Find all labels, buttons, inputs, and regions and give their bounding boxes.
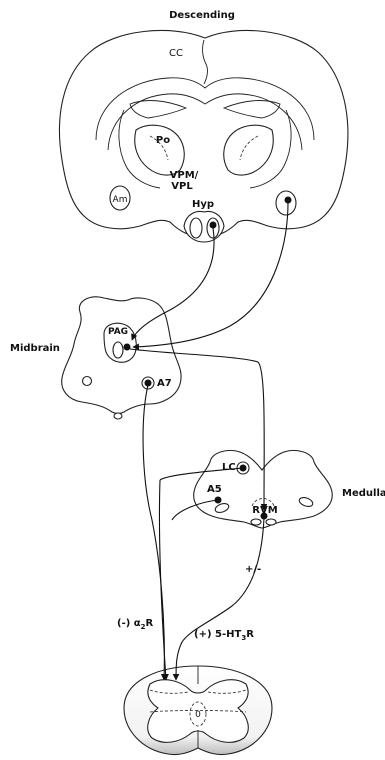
amygdala-right bbox=[276, 191, 296, 215]
hyp-left-lobe bbox=[190, 218, 202, 238]
brain-section: CC Po VPM/ VPL Am Hyp bbox=[59, 30, 347, 242]
label-a5: A5 bbox=[207, 484, 222, 495]
label-midbrain: Midbrain bbox=[10, 343, 60, 354]
medulla-section: LC A5 RVM Medulla bbox=[194, 450, 385, 528]
hyp-node bbox=[210, 222, 217, 229]
label-alpha2r: (-) α2R bbox=[117, 618, 154, 631]
pathways bbox=[130, 202, 288, 680]
label-po: Po bbox=[156, 135, 170, 146]
label-vpl: VPL bbox=[171, 181, 193, 192]
path-rvm-to-cord bbox=[176, 518, 264, 680]
pyramid-right bbox=[266, 519, 276, 525]
pag-aqueduct bbox=[113, 342, 123, 358]
path-lc-to-cord bbox=[159, 480, 166, 680]
label-am: Am bbox=[113, 195, 128, 205]
diagram-title: Descending bbox=[169, 10, 235, 21]
label-rvm: RVM bbox=[252, 505, 277, 516]
label-medulla: Medulla bbox=[342, 488, 385, 499]
label-lc: LC bbox=[222, 462, 236, 473]
label-zero: 0 bbox=[195, 710, 201, 720]
midbrain-ventral-bump bbox=[114, 413, 122, 419]
pag-node bbox=[124, 344, 131, 351]
midbrain-left-circle bbox=[83, 377, 92, 386]
label-a7: A7 bbox=[157, 378, 172, 389]
label-vpm: VPM/ bbox=[170, 170, 199, 181]
pyramid-left bbox=[251, 519, 261, 525]
label-plus-minus: +/- bbox=[245, 564, 261, 575]
spinal-cord-section: 0 (-) α2R (+) 5-HT3R +/- bbox=[117, 564, 272, 755]
label-pag: PAG bbox=[108, 327, 128, 337]
midbrain-section: Midbrain PAG A7 bbox=[10, 297, 181, 419]
label-hyp: Hyp bbox=[192, 199, 214, 210]
label-cc: CC bbox=[169, 48, 183, 59]
label-5ht3r: (+) 5-HT3R bbox=[194, 629, 254, 642]
path-a7-to-cord bbox=[143, 385, 164, 680]
